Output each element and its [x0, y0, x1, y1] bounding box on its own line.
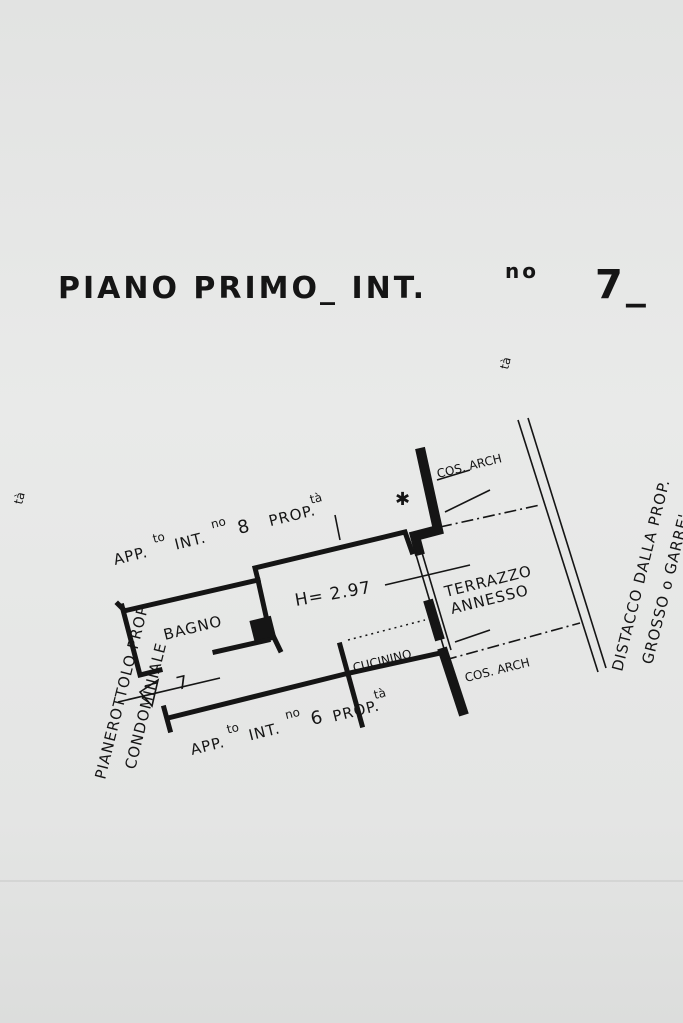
- boundary-line-1: [517, 419, 599, 673]
- svg-text:PROP.: PROP.: [267, 501, 318, 530]
- svg-text:PROP.: PROP.: [331, 696, 382, 725]
- cos-arch-top: COS. ARCH: [435, 451, 503, 481]
- boundary-line-2: [527, 417, 607, 669]
- dim-line-3: [384, 564, 471, 586]
- svg-text:APP.: APP.: [189, 733, 227, 759]
- cos-arch-bottom: COS. ARCH: [463, 655, 531, 685]
- dim-line-4: [454, 629, 491, 643]
- svg-text:no: no: [283, 705, 301, 722]
- left-label-sup: tà: [11, 491, 28, 506]
- title-block: PIANO PRIMO_ INT. no 7_: [58, 259, 649, 308]
- wall-stub: [212, 637, 271, 655]
- dim-line-1: [444, 489, 491, 513]
- entry-line: [117, 677, 221, 703]
- wall-top: [125, 529, 416, 613]
- right-label-sup: tà: [497, 356, 514, 371]
- svg-text:to: to: [225, 720, 240, 736]
- wall-left: [118, 602, 164, 679]
- axis-line-top: [439, 504, 541, 528]
- dim-line-2: [436, 469, 471, 481]
- title-superscript: no: [505, 259, 539, 283]
- wall-kitchen-divider: [336, 641, 366, 729]
- wall-right-upper: [408, 446, 444, 557]
- labels: BAGNO H= 2.97 TERRAZZO ANNESSO CUCININO …: [11, 356, 683, 781]
- svg-text:6: 6: [308, 706, 325, 729]
- terrace-rail-2: [419, 545, 452, 651]
- ceiling-height: H= 2.97: [293, 578, 373, 611]
- leader-line: [334, 514, 341, 541]
- wall-end: [160, 704, 174, 734]
- wall-end-left: [114, 600, 128, 614]
- terrace-rail-1: [413, 547, 446, 653]
- dotted-line: [347, 619, 426, 641]
- kitchenette-label: CUCININO: [351, 647, 413, 675]
- svg-text:no: no: [209, 514, 227, 531]
- svg-text:INT.: INT.: [173, 528, 208, 553]
- room-label-bagno: BAGNO: [162, 612, 225, 644]
- walls: ✱: [114, 417, 607, 734]
- svg-text:INT.: INT.: [247, 719, 282, 744]
- star-icon: ✱: [395, 489, 410, 510]
- unit-number: 7: [174, 671, 191, 694]
- entry-arrow-icon: [138, 678, 160, 708]
- svg-text:tà: tà: [308, 490, 323, 507]
- paper-fold: [0, 880, 683, 882]
- svg-text:to: to: [151, 529, 166, 545]
- title-number: 7_: [595, 262, 649, 308]
- axis-line-bottom: [444, 622, 581, 661]
- wall-right-mid: [423, 598, 445, 642]
- svg-text:APP.: APP.: [112, 543, 150, 569]
- svg-text:8: 8: [235, 515, 252, 538]
- wall-bottom: [164, 649, 448, 722]
- svg-text:tà: tà: [372, 685, 387, 702]
- title-text: PIANO PRIMO_ INT.: [58, 271, 427, 306]
